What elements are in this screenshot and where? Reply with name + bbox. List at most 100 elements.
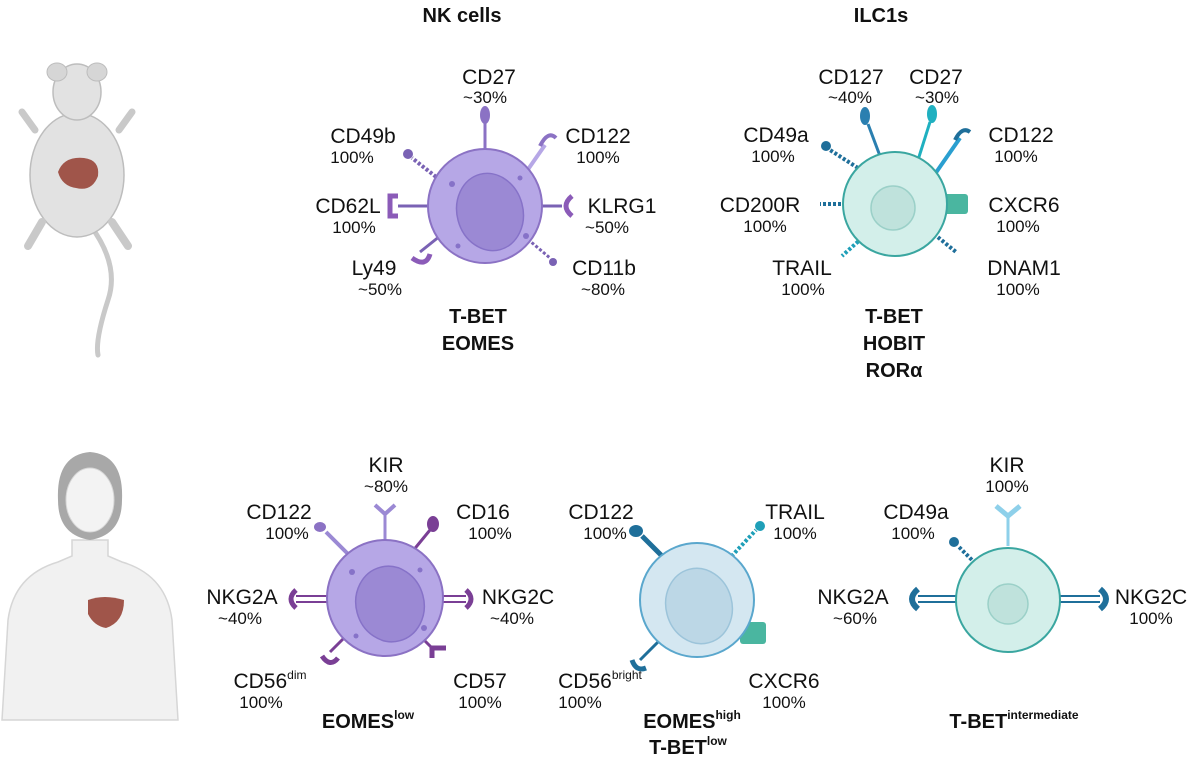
pct-kir-ilc1: 100%	[985, 477, 1028, 496]
pct-cd27-ilc1: ~30%	[915, 88, 959, 107]
receptor-cd122-b-head	[629, 525, 643, 537]
pct-cd127: ~40%	[828, 88, 872, 107]
tf-hobit: HOBIT	[863, 333, 925, 355]
pct-nkg2c-ilc1: 100%	[1129, 609, 1172, 628]
tf-tbet: T-BET	[449, 306, 507, 328]
mouse-tail	[87, 222, 114, 358]
mouse-arm-left	[18, 108, 39, 134]
label-cd200r: CD200R	[720, 194, 801, 217]
label-cd56-dim: CD56dim	[233, 668, 306, 693]
receptor-cd122-ilc1-head	[953, 128, 972, 141]
human-illustration	[1, 452, 179, 721]
ilc1-h-nucleus	[987, 583, 1029, 625]
receptor-cd57-head	[429, 645, 446, 658]
tf-eomes-low: EOMESlow	[322, 708, 415, 733]
label-cxcr6-b: CXCR6	[748, 670, 819, 693]
label-cd49b: CD49b	[330, 125, 395, 148]
pct-cxcr6: 100%	[996, 217, 1039, 236]
tf-eomes: EOMES	[442, 333, 514, 355]
label-cd56-dim-name: CD56	[233, 670, 287, 693]
receptor-nkg2c-ilc1-head	[1097, 586, 1109, 612]
pct-cd49a: 100%	[751, 147, 794, 166]
label-nkg2c-ilc1: NKG2C	[1115, 586, 1187, 609]
tf-eomes-high-name: EOMES	[643, 711, 715, 733]
label-cd27-ilc1: CD27	[909, 66, 963, 89]
pct-cd56-bright: 100%	[558, 693, 601, 712]
receptor-trail-b-head	[755, 521, 765, 531]
receptor-cd56-dim-head	[319, 654, 340, 665]
ilc1-cell-nucleus	[870, 185, 916, 231]
receptor-cd62l-head	[387, 193, 398, 219]
pct-cxcr6-b: 100%	[762, 693, 805, 712]
pct-nkg2a-ilc1: ~60%	[833, 609, 877, 628]
mouse-ear-left	[46, 62, 68, 82]
pct-cd200r: 100%	[743, 217, 786, 236]
label-cd49a-h: CD49a	[883, 501, 949, 524]
label-cd122-h: CD122	[246, 501, 311, 524]
receptor-cd127	[866, 123, 882, 157]
mouse-ear-right	[86, 62, 108, 82]
receptor-cd49a-h-head	[949, 537, 959, 547]
label-kir-ilc1: KIR	[989, 454, 1024, 477]
label-cd122-ilc1: CD122	[988, 124, 1053, 147]
label-nkg2a: NKG2A	[206, 586, 277, 609]
receptor-kir-ilc1-head	[994, 504, 1022, 520]
pct-cd56-dim: 100%	[239, 693, 282, 712]
pct-cd122-b: 100%	[583, 524, 626, 543]
receptor-cd27-head	[480, 106, 490, 124]
pct-trail: 100%	[781, 280, 824, 299]
tf-tbet-low-sup: low	[707, 734, 728, 748]
label-ly49: Ly49	[352, 257, 397, 280]
receptor-kir-head	[373, 503, 397, 517]
tf-eomes-low-name: EOMES	[322, 711, 394, 733]
label-cd49a: CD49a	[743, 124, 809, 147]
receptor-nkg2a-head	[288, 588, 298, 610]
pct-cd122-ilc1: 100%	[994, 147, 1037, 166]
receptor-nkg2c-head	[464, 588, 474, 610]
label-kir: KIR	[368, 454, 403, 477]
receptor-cd49b-head	[403, 149, 413, 159]
pct-cd27: ~30%	[463, 88, 507, 107]
pct-kir: ~80%	[364, 477, 408, 496]
tf-tbet-intermediate-name: T-BET	[949, 711, 1007, 733]
label-cd16: CD16	[456, 501, 510, 524]
pct-dnam1: 100%	[996, 280, 1039, 299]
label-nkg2a-ilc1: NKG2A	[817, 586, 888, 609]
receptor-nkg2a-ilc1-head	[909, 586, 921, 612]
receptor-cd27-ilc1	[916, 121, 932, 161]
pct-cd122: 100%	[576, 148, 619, 167]
label-cd56-bright: CD56bright	[558, 668, 642, 693]
pct-nkg2a: ~40%	[218, 609, 262, 628]
human-liver-icon	[88, 597, 124, 628]
pct-ly49: ~50%	[358, 280, 402, 299]
receptor-cd122-h-head	[314, 522, 326, 532]
tf-eomes-high-sup: high	[715, 708, 740, 722]
pct-klrg1: ~50%	[585, 218, 629, 237]
tf-tbet-intermediate-sup: intermediate	[1007, 708, 1079, 722]
tf-tbet-ilc1: T-BET	[865, 306, 923, 328]
human-torso	[1, 539, 179, 721]
tf-eomes-low-sup: low	[394, 708, 415, 722]
mouse-illustration	[18, 62, 136, 358]
pct-cd122-h: 100%	[265, 524, 308, 543]
mouse-arm-right	[115, 108, 136, 134]
label-cd27: CD27	[462, 66, 516, 89]
label-cd56-dim-sup: dim	[287, 668, 306, 682]
receptor-ly49-head	[410, 253, 433, 265]
tf-tbet-intermediate: T-BETintermediate	[949, 708, 1078, 733]
label-klrg1: KLRG1	[588, 195, 657, 218]
label-cxcr6: CXCR6	[988, 194, 1059, 217]
tf-tbet-low-name: T-BET	[649, 737, 707, 759]
human-nk-dim-cell: KIR ~80% CD122 100% CD16 100% NKG2A ~40%…	[206, 454, 554, 733]
human-nk-bright-cell: CD122 100% TRAIL 100% CD56bright 100% CX…	[558, 501, 825, 759]
label-dnam1: DNAM1	[987, 257, 1061, 280]
pct-trail-b: 100%	[773, 524, 816, 543]
label-cd57: CD57	[453, 670, 507, 693]
label-cd62l: CD62L	[315, 195, 380, 218]
receptor-cd27-ilc1-head	[927, 105, 937, 123]
receptor-cd56-bright-head	[629, 659, 647, 672]
receptor-cd16-head	[427, 516, 439, 532]
receptor-trail	[840, 236, 864, 258]
label-trail: TRAIL	[772, 257, 832, 280]
